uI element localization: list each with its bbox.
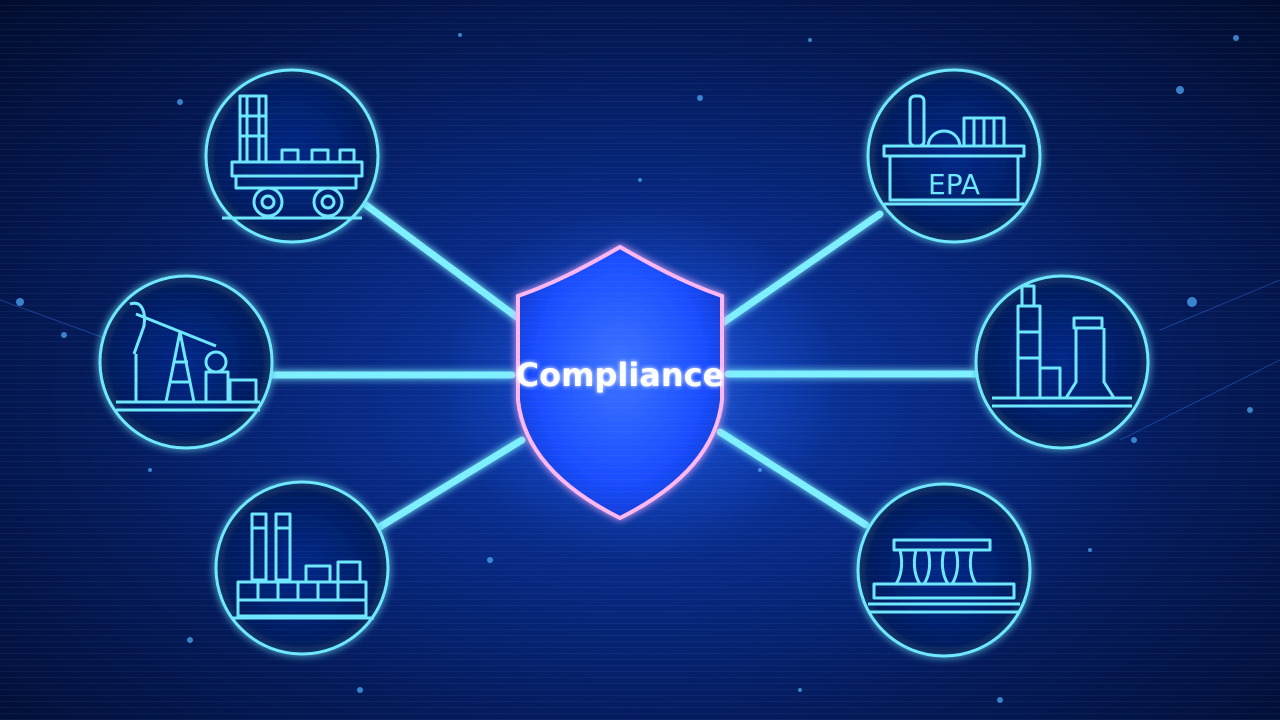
- node-epa-building[interactable]: EPA: [866, 68, 1042, 244]
- connector-mining: [362, 201, 522, 322]
- refinery-towers-icon: [232, 512, 374, 620]
- epa-label: EPA: [928, 168, 980, 201]
- connector-refinery: [374, 436, 526, 532]
- connector-epa: [720, 210, 884, 326]
- node-cooling-towers[interactable]: [856, 482, 1032, 658]
- node-power-plant[interactable]: [974, 274, 1150, 450]
- node-mining-equipment[interactable]: [204, 68, 380, 244]
- connectors: [268, 201, 984, 532]
- compliance-shield[interactable]: Compliance: [516, 244, 725, 521]
- power-plant-icon: [992, 284, 1132, 408]
- node-oil-pumpjack[interactable]: [98, 274, 274, 450]
- mining-equipment-icon: [222, 94, 364, 220]
- background-particles: [16, 33, 1253, 703]
- oil-pumpjack-icon: [116, 301, 260, 412]
- shield-icon: [516, 244, 724, 521]
- epa-building-icon: [882, 94, 1026, 206]
- cooling-towers-icon: [868, 538, 1020, 614]
- connector-cooling: [716, 428, 870, 529]
- node-refinery-towers[interactable]: [214, 480, 390, 656]
- shield-label: Compliance: [516, 356, 725, 394]
- background-network-lines: [0, 279, 1280, 441]
